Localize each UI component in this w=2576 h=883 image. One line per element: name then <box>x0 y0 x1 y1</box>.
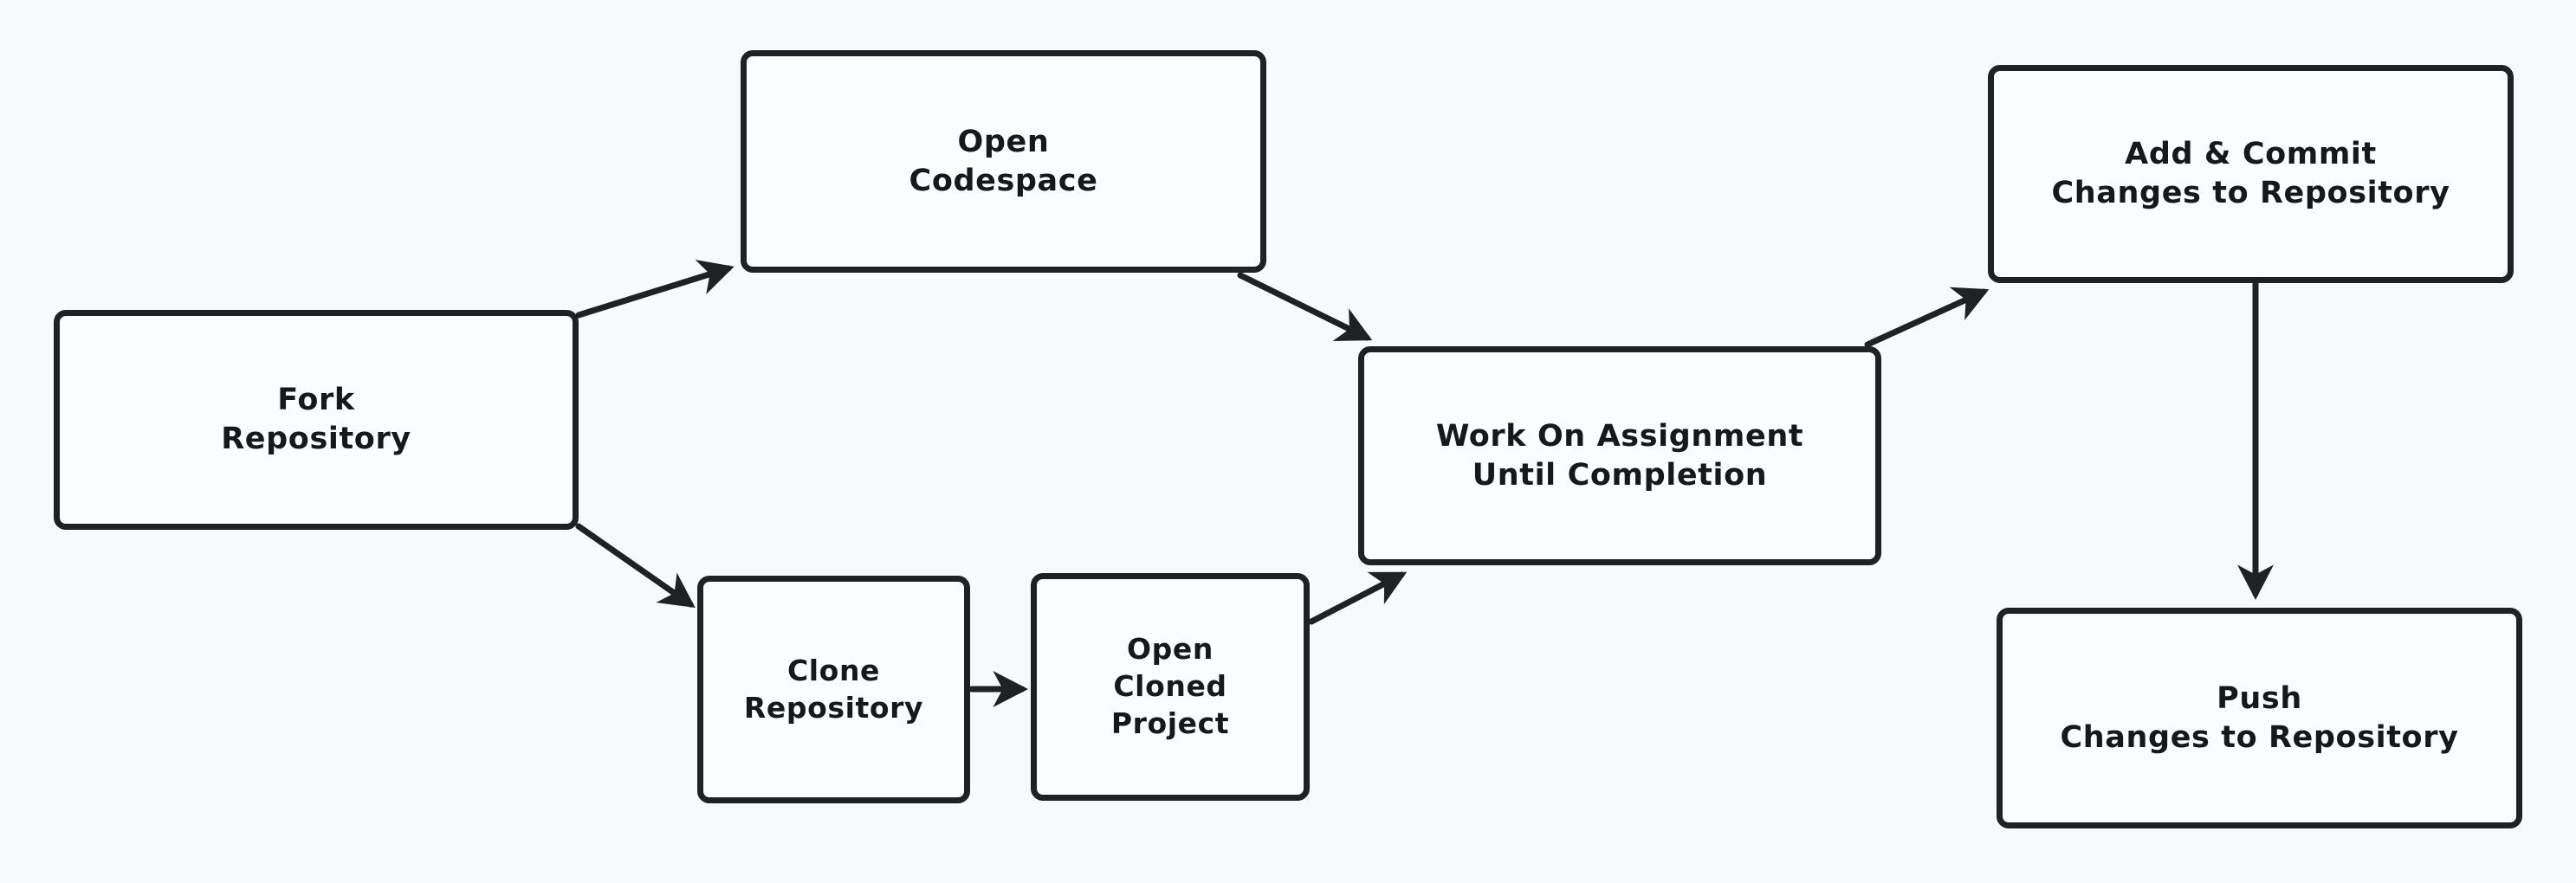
node-fork-repository[interactable]: Fork Repository <box>54 310 579 530</box>
node-work-on-assignment[interactable]: Work On Assignment Until Completion <box>1358 346 1881 565</box>
node-clone-repository[interactable]: Clone Repository <box>697 576 970 803</box>
node-label-fork-repository: Fork Repository <box>221 383 411 456</box>
node-add-commit-changes[interactable]: Add & Commit Changes to Repository <box>1988 65 2514 283</box>
node-label-push-changes: Push Changes to Repository <box>2060 680 2459 755</box>
edge-open-cloned-to-work <box>1308 571 1408 625</box>
node-open-codespace[interactable]: Open Codespace <box>741 50 1266 273</box>
node-label-add-commit-changes: Add & Commit Changes to Repository <box>2051 137 2450 210</box>
node-open-cloned-project[interactable]: Open Cloned Project <box>1031 573 1310 801</box>
edge-fork-to-clone <box>575 523 696 609</box>
node-label-open-cloned-project: Open Cloned Project <box>1110 632 1230 740</box>
edge-work-to-add-commit <box>1864 287 1990 348</box>
node-label-work-on-assignment: Work On Assignment Until Completion <box>1435 418 1804 493</box>
node-push-changes[interactable]: Push Changes to Repository <box>1997 608 2522 828</box>
edge-fork-to-codespace <box>575 259 735 319</box>
node-label-open-codespace: Open Codespace <box>909 124 1098 198</box>
edge-codespace-to-work <box>1237 272 1373 341</box>
node-label-clone-repository: Clone Repository <box>743 653 924 725</box>
